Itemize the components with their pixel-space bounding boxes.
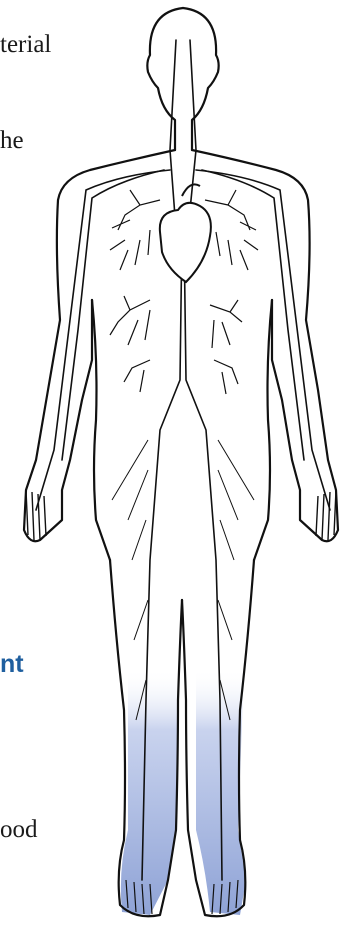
major-blood-vessels [36, 40, 330, 880]
heart [160, 184, 211, 282]
body-outline [24, 8, 338, 916]
abdominal-vessels [110, 296, 242, 394]
hands [26, 490, 336, 540]
